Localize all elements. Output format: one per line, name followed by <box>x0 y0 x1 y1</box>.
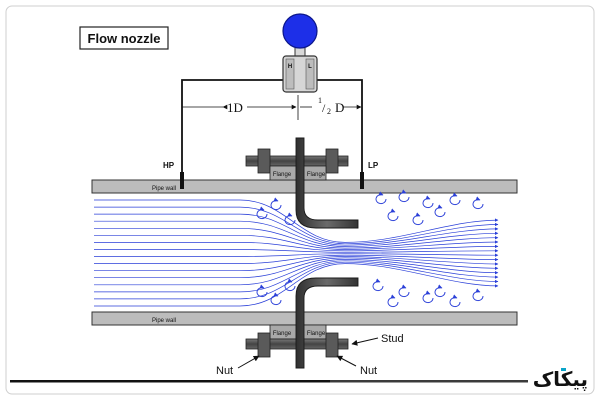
eddy <box>398 284 410 298</box>
callouts: Stud Nut Nut <box>216 333 404 377</box>
eddy <box>472 288 484 302</box>
streamline <box>94 199 499 243</box>
dp-transmitter: H L <box>282 13 318 93</box>
eddy <box>398 189 410 203</box>
streamline <box>94 260 499 293</box>
top-flange-right-label: Flange <box>307 172 326 178</box>
streamline <box>94 261 499 300</box>
high-pressure-tap <box>180 172 184 189</box>
nut-left-callout-label: Nut <box>216 365 233 377</box>
dim-upstream-label: 1D <box>227 100 243 115</box>
pipe-wall-top-label: Pipe wall <box>152 186 176 192</box>
transmitter-low-port-label: L <box>308 64 312 70</box>
transmitter-high-chamber <box>285 58 295 90</box>
pipe-wall-bottom-label: Pipe wall <box>152 318 176 324</box>
top-nut-left <box>257 148 271 174</box>
turbulence-eddies <box>256 189 484 308</box>
eddy <box>256 284 268 298</box>
flow-nozzle <box>295 137 359 369</box>
eddy <box>387 294 399 308</box>
bottom-flange-left-label: Flange <box>273 331 292 337</box>
eddy <box>270 197 282 211</box>
brand-logo-text: پیکاک <box>533 367 588 392</box>
outer-border <box>5 5 595 395</box>
impulse-lines <box>181 79 363 188</box>
bottom-flange-right-label: Flange <box>307 331 326 337</box>
eddy <box>449 192 461 206</box>
dim-fraction-unit: D <box>335 100 344 115</box>
streamline <box>94 220 499 247</box>
eddy <box>434 204 446 218</box>
brand-accent-mark <box>561 368 566 371</box>
eddy <box>284 212 296 226</box>
transmitter-low-chamber <box>305 58 315 90</box>
streamline <box>94 257 499 279</box>
dim-fraction-num: 1 <box>318 96 322 105</box>
bottom-nut-left <box>257 332 271 358</box>
eddy <box>434 284 446 298</box>
streamline <box>94 242 499 252</box>
nut-left-callout-arrow <box>237 355 260 369</box>
top-flange-left-label: Flange <box>273 172 292 178</box>
dim-fraction-slash: / <box>322 101 326 115</box>
low-pressure-tap <box>360 172 364 189</box>
streamline <box>94 259 499 286</box>
bottom-nut-right <box>325 332 339 358</box>
nozzle-lower-lip <box>295 277 359 369</box>
streamline <box>94 253 499 257</box>
eddy <box>412 212 424 226</box>
low-pressure-impulse-line <box>317 79 363 188</box>
flow-streamlines <box>94 199 499 307</box>
streamline <box>94 249 499 253</box>
brand-bar: پیکاک <box>10 367 588 392</box>
streamline <box>94 206 499 245</box>
lp-label: LP <box>368 161 379 170</box>
eddy <box>422 195 434 209</box>
dimension-annotations: 1D 1 / 2 D <box>182 95 362 120</box>
transmitter-bulb <box>282 13 318 49</box>
streamline <box>94 254 499 264</box>
eddy <box>284 278 296 292</box>
eddy <box>472 196 484 210</box>
stud-callout-label: Stud <box>381 333 404 345</box>
streamline <box>94 256 499 272</box>
stud-callout-arrow <box>351 337 379 346</box>
transmitter-high-port-label: H <box>288 64 292 70</box>
nozzle-upper-lip <box>295 137 359 229</box>
dim-fraction-den: 2 <box>327 107 331 116</box>
eddy <box>387 208 399 222</box>
eddy <box>270 292 282 306</box>
eddy <box>449 294 461 308</box>
brand-underline-fade <box>330 380 528 383</box>
diagram-title: Flow nozzle <box>88 31 161 46</box>
streamline <box>94 263 499 307</box>
eddy <box>372 278 384 292</box>
hp-label: HP <box>163 161 175 170</box>
streamline <box>94 213 499 246</box>
nut-right-callout-label: Nut <box>360 365 377 377</box>
eddy <box>422 290 434 304</box>
streamline <box>94 227 499 249</box>
dim-downstream-label: 1 / 2 D <box>318 96 344 116</box>
top-nut-right <box>325 148 339 174</box>
brand-underline-dark <box>10 380 528 383</box>
title-box: Flow nozzle <box>79 26 169 50</box>
high-pressure-impulse-line <box>181 79 284 188</box>
eddy <box>256 206 268 220</box>
streamline <box>94 234 499 250</box>
eddy <box>375 191 387 205</box>
nut-right-callout-arrow <box>336 355 357 367</box>
